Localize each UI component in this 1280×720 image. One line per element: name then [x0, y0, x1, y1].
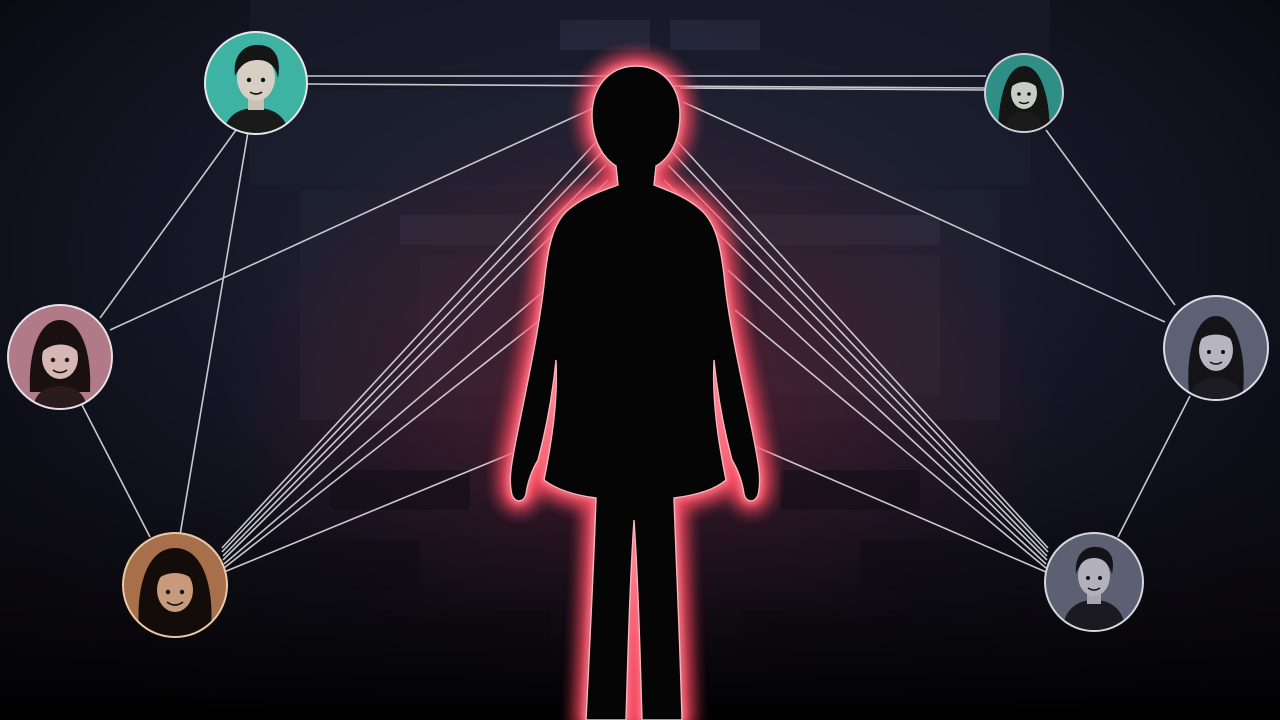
avatar-bottom-left [122, 532, 228, 638]
connection-lines [81, 75, 1191, 573]
avatar-right [1163, 295, 1269, 401]
avatar-top-right [984, 53, 1064, 133]
avatar-top-left [204, 31, 308, 135]
avatar-bottom-right [1044, 532, 1144, 632]
girl-silhouette [510, 57, 759, 720]
avatar-left [7, 304, 113, 410]
